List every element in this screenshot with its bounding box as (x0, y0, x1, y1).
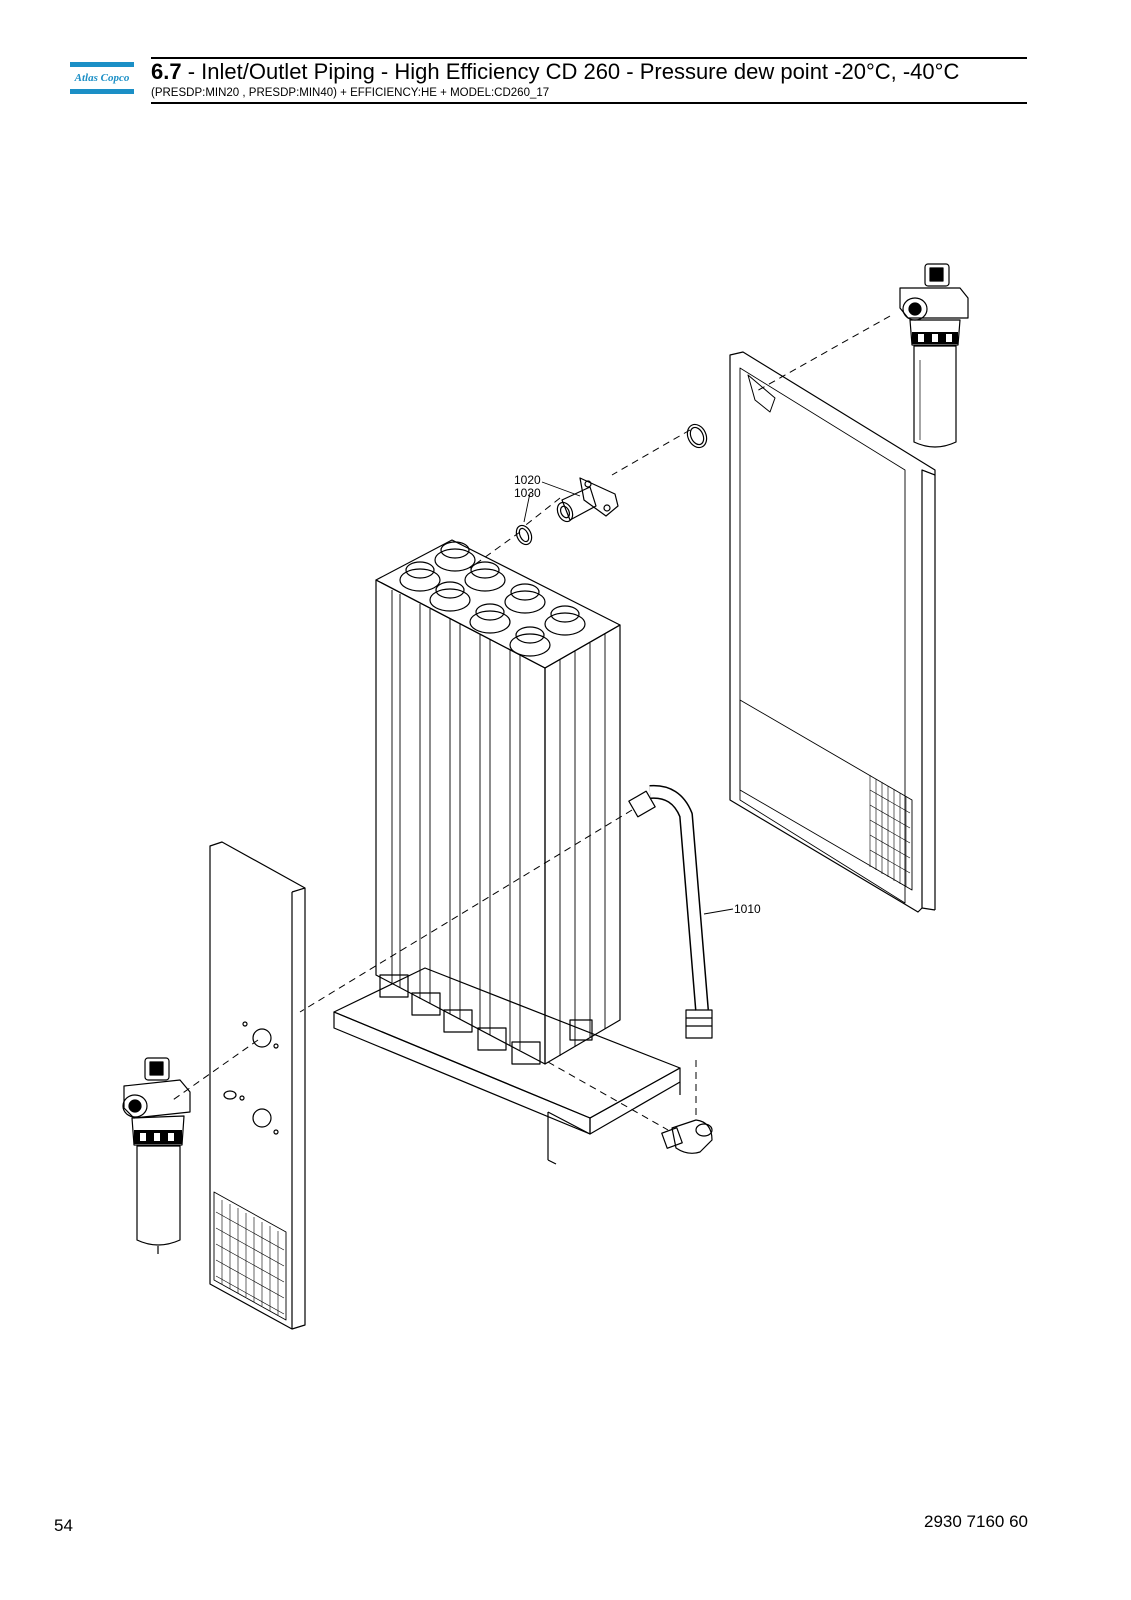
callout-1020: 1020 (514, 473, 541, 487)
document-number: 2930 7160 60 (924, 1512, 1028, 1531)
o-ring-1030 (515, 524, 533, 546)
atlas-copco-logo: Atlas Copco (70, 62, 134, 94)
callout-1010: 1010 (734, 902, 761, 916)
o-ring-right (686, 423, 708, 449)
right-door-panel (729, 351, 936, 913)
logo-bar-top (70, 62, 134, 67)
outlet-filter-housing (899, 263, 969, 448)
logo-wordmark: Atlas Copco (74, 72, 130, 84)
column-heads (399, 541, 586, 657)
assembly-dashed-lines (169, 315, 891, 1131)
callout-1030: 1030 (514, 486, 541, 500)
dryer-column-block (375, 539, 621, 1065)
base-frame (333, 967, 681, 1165)
callout-leaders (523, 481, 734, 915)
flange-pipe-1020 (556, 477, 619, 523)
section-title: - Inlet/Outlet Piping - High Efficiency … (181, 59, 960, 84)
column-feet (379, 974, 593, 1065)
flexible-hose-1010 (628, 784, 713, 1039)
page-number: 54 (54, 1516, 73, 1535)
logo-bar-bottom (70, 89, 134, 94)
left-panel-vent-grille (215, 1200, 285, 1315)
left-side-panel (209, 841, 306, 1330)
elbow-fitting (661, 1119, 713, 1154)
inlet-filter-housing (122, 1057, 191, 1254)
section-number: 6.7 (151, 59, 182, 84)
header-rule-top (151, 57, 1027, 59)
page-subtitle: (PRESDP:MIN20 , PRESDP:MIN40) + EFFICIEN… (151, 87, 550, 99)
header-rule-bottom (151, 102, 1027, 104)
page-title: 6.7 - Inlet/Outlet Piping - High Efficie… (151, 59, 959, 85)
right-door-vent-grille (869, 775, 911, 887)
